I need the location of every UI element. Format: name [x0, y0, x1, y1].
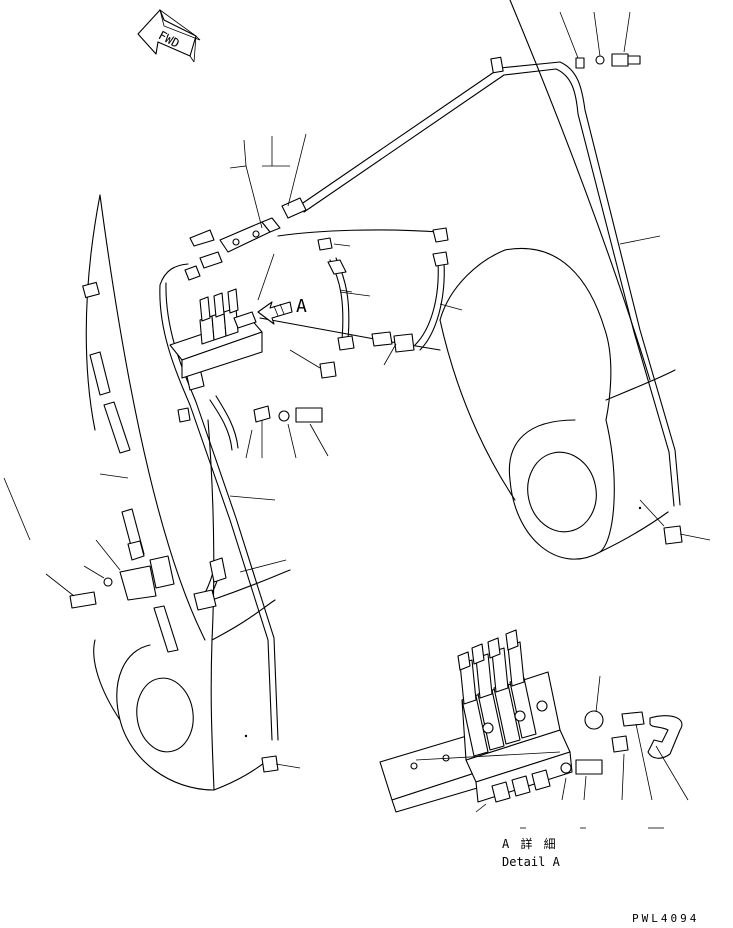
manifold-detail	[379, 629, 683, 813]
view-direction-arrow-icon	[257, 301, 293, 325]
view-marker: A	[296, 296, 307, 317]
fittings	[69, 53, 683, 773]
grease-pipes	[159, 61, 681, 741]
right-boom-outline	[439, 0, 676, 560]
drawing-number: PWL4094	[632, 912, 699, 925]
left-boom-outline	[85, 194, 291, 791]
detail-title-jp: A 詳 細	[502, 836, 558, 851]
manifold-small	[169, 288, 263, 379]
leader-lines	[3, 11, 711, 829]
fwd-arrow-icon	[137, 9, 201, 63]
detail-title-en: Detail A	[502, 855, 561, 869]
